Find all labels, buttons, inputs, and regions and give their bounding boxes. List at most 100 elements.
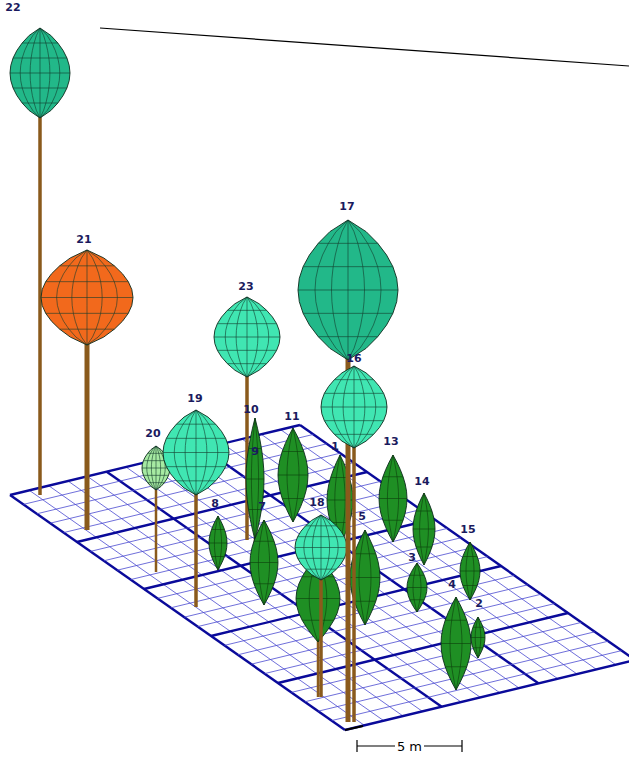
crown-mesh bbox=[247, 297, 258, 377]
crown-mesh bbox=[40, 28, 60, 118]
crown-outline bbox=[441, 597, 471, 690]
crown-mesh bbox=[354, 366, 376, 448]
tree-number: 17 bbox=[339, 201, 354, 213]
conifer-crown bbox=[413, 493, 435, 565]
crown-mesh bbox=[354, 601, 376, 602]
reference-line bbox=[100, 28, 629, 66]
conifer-crown bbox=[471, 617, 485, 658]
crown-mesh bbox=[383, 520, 403, 521]
broadleaf-crown bbox=[41, 250, 133, 345]
trunk bbox=[319, 578, 323, 697]
crown-mesh bbox=[246, 479, 264, 480]
crown-mesh bbox=[441, 643, 471, 644]
trunk bbox=[38, 116, 42, 495]
crown-mesh bbox=[254, 583, 274, 584]
crown-mesh bbox=[365, 530, 371, 625]
crown-mesh bbox=[214, 516, 218, 570]
crown-outline bbox=[41, 250, 133, 345]
tree-number: 19 bbox=[187, 393, 202, 405]
scale-label: 5 m bbox=[395, 739, 424, 754]
crown-mesh bbox=[196, 410, 218, 495]
trunk bbox=[85, 343, 90, 530]
crown-mesh bbox=[282, 498, 304, 499]
crown-mesh bbox=[471, 637, 485, 638]
crown-mesh bbox=[264, 520, 270, 605]
crown-mesh bbox=[416, 547, 432, 548]
crown-mesh bbox=[255, 418, 259, 540]
trunk bbox=[317, 640, 320, 697]
crown-mesh bbox=[463, 585, 477, 586]
crown-mesh bbox=[332, 220, 349, 360]
trunk bbox=[194, 493, 198, 607]
crown-mesh bbox=[151, 446, 156, 490]
tree-number: 14 bbox=[414, 476, 429, 488]
crown-mesh bbox=[196, 410, 207, 495]
crown-mesh bbox=[40, 28, 50, 118]
crown-mesh bbox=[293, 428, 299, 522]
crown-mesh bbox=[445, 620, 467, 621]
tree-number: 23 bbox=[238, 281, 253, 293]
crown-mesh bbox=[420, 493, 424, 565]
tree-number: 13 bbox=[383, 436, 398, 448]
crown-mesh bbox=[450, 597, 456, 690]
tree-number: 15 bbox=[460, 524, 475, 536]
crown-outline bbox=[321, 366, 387, 448]
conifer-crown bbox=[246, 418, 264, 540]
crown-mesh bbox=[470, 542, 474, 600]
crown-mesh bbox=[236, 297, 247, 377]
conifer-crown bbox=[278, 428, 308, 522]
tree-number: 9 bbox=[251, 446, 259, 458]
crown-outline bbox=[413, 493, 435, 565]
crown-mesh bbox=[251, 418, 255, 540]
tree-number: 22 bbox=[5, 2, 20, 14]
crown-mesh bbox=[225, 297, 247, 377]
crown-outline bbox=[10, 28, 70, 118]
crown-mesh bbox=[354, 366, 355, 448]
crown-outline bbox=[209, 516, 227, 570]
crown-mesh bbox=[30, 28, 40, 118]
trunk bbox=[155, 488, 158, 572]
tree-number: 11 bbox=[284, 411, 299, 423]
crown-mesh bbox=[218, 516, 222, 570]
crown-outline bbox=[214, 297, 280, 377]
crown-mesh bbox=[463, 556, 477, 557]
crown-mesh bbox=[304, 515, 321, 580]
crown-mesh bbox=[379, 498, 407, 499]
grid-line bbox=[345, 660, 629, 730]
crown-mesh bbox=[247, 297, 248, 377]
crown-mesh bbox=[460, 571, 480, 572]
conifer-crown bbox=[379, 455, 407, 542]
crown-mesh bbox=[410, 599, 424, 600]
tree-number: 5 bbox=[358, 511, 366, 523]
crown-mesh bbox=[302, 620, 334, 621]
crown-mesh bbox=[72, 250, 87, 345]
conifer-crown bbox=[250, 520, 278, 605]
grid-line bbox=[332, 651, 622, 721]
crown-mesh bbox=[413, 563, 417, 612]
crown-mesh bbox=[348, 220, 349, 360]
crown-mesh bbox=[416, 511, 432, 512]
crown-outline bbox=[246, 418, 264, 540]
crown-mesh bbox=[393, 455, 399, 542]
plot-grid bbox=[10, 425, 629, 730]
conifer-crown bbox=[441, 597, 471, 690]
conifer-crown bbox=[209, 516, 227, 570]
crown-mesh bbox=[212, 556, 225, 557]
crown-mesh bbox=[258, 520, 264, 605]
tree-number: 2 bbox=[475, 598, 483, 610]
broadleaf-crown bbox=[214, 297, 280, 377]
crown-mesh bbox=[413, 529, 435, 530]
crown-mesh bbox=[359, 530, 365, 625]
crown-mesh bbox=[282, 451, 304, 452]
crown-outline bbox=[295, 515, 347, 580]
crown-mesh bbox=[287, 428, 293, 522]
crown-outline bbox=[250, 520, 278, 605]
crown-mesh bbox=[278, 475, 308, 476]
broadleaf-crown bbox=[10, 28, 70, 118]
tree-number: 16 bbox=[346, 353, 361, 365]
crown-outline bbox=[298, 220, 398, 360]
crown-mesh bbox=[147, 446, 156, 490]
broadleaf-crown bbox=[295, 515, 347, 580]
crown-mesh bbox=[407, 587, 427, 588]
